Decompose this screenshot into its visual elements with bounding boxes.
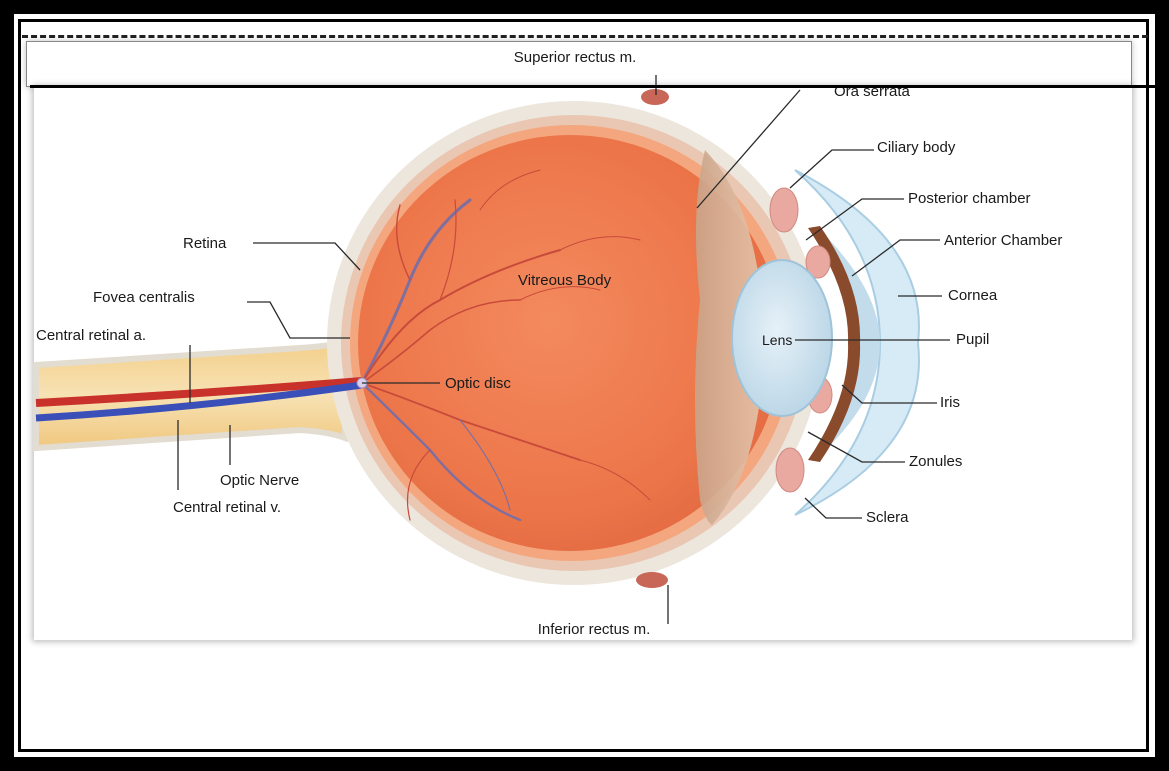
label-lens: Lens xyxy=(762,332,792,348)
label-cornea: Cornea xyxy=(948,287,998,304)
overlay-horizontal-line xyxy=(30,85,1160,88)
label-sclera: Sclera xyxy=(866,509,909,526)
label-ciliary-body: Ciliary body xyxy=(877,139,956,156)
inferior-rectus-muscle xyxy=(636,572,668,588)
label-central-retinal-vein: Central retinal v. xyxy=(173,499,281,516)
label-retina: Retina xyxy=(183,235,227,252)
label-posterior-chamber: Posterior chamber xyxy=(908,190,1031,207)
superior-rectus-muscle xyxy=(641,89,669,105)
overlay-vertical-line xyxy=(1158,85,1161,755)
label-pupil: Pupil xyxy=(956,331,989,348)
label-vitreous-body: Vitreous Body xyxy=(518,272,612,289)
label-optic-nerve: Optic Nerve xyxy=(220,472,299,489)
label-central-retinal-artery: Central retinal a. xyxy=(36,327,146,344)
label-superior-rectus: Superior rectus m. xyxy=(514,49,637,66)
label-optic-disc: Optic disc xyxy=(445,375,511,392)
label-fovea-centralis: Fovea centralis xyxy=(93,289,195,306)
label-inferior-rectus: Inferior rectus m. xyxy=(538,621,651,638)
label-anterior-chamber: Anterior Chamber xyxy=(944,232,1062,249)
label-zonules: Zonules xyxy=(909,453,962,470)
label-iris: Iris xyxy=(940,394,960,411)
